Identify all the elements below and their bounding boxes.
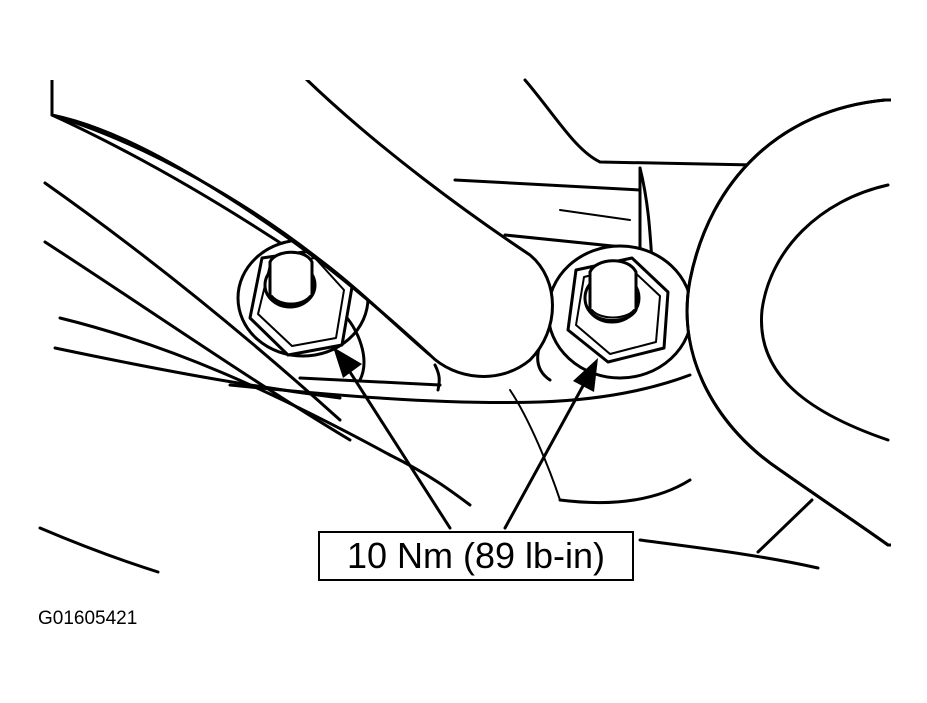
leader-arrow-left [333, 347, 452, 530]
overlapping-tube [40, 40, 554, 378]
right-hose [685, 90, 927, 560]
figure-id: G01605421 [38, 608, 138, 629]
leader-arrow-right [503, 358, 598, 530]
bracket-housing [453, 78, 757, 302]
hex-nut-icon [236, 238, 370, 382]
torque-spec-label: 10 Nm (89 lb-in) [318, 531, 634, 581]
hex-nut-icon [546, 244, 694, 380]
